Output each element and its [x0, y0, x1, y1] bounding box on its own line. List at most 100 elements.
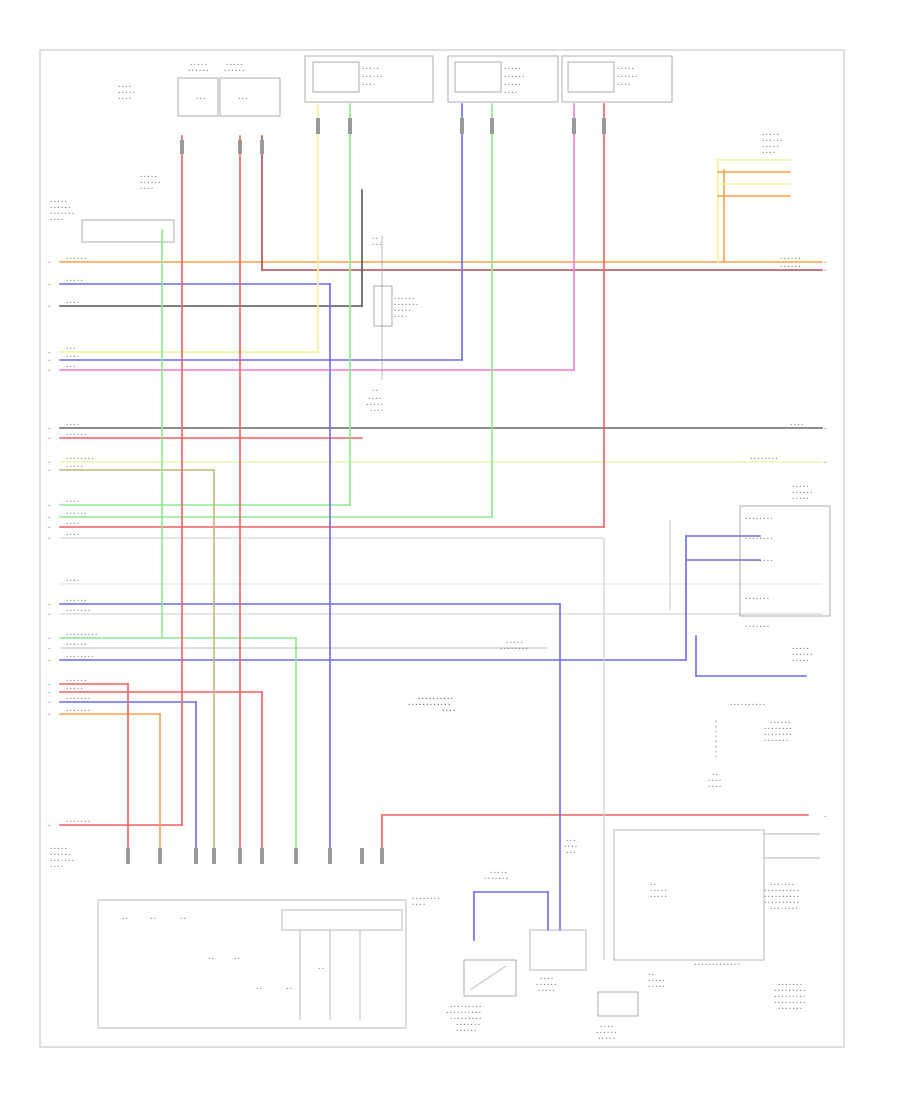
svg-text:• • • •: • • • • — [600, 1024, 613, 1029]
svg-text:• • • • • • • • •: • • • • • • • • • — [450, 1004, 481, 1009]
svg-text:•: • — [48, 282, 50, 287]
svg-text:•: • — [48, 612, 50, 617]
svg-text:• •: • • — [648, 972, 654, 977]
svg-text:• • • • •: • • • • • — [792, 646, 809, 651]
svg-text:•: • — [824, 460, 826, 465]
svg-text:•: • — [48, 646, 50, 651]
svg-text:•: • — [824, 260, 826, 265]
svg-text:• • • • • • •: • • • • • • • — [50, 211, 74, 216]
svg-text:• • • • • • •: • • • • • • • — [394, 302, 418, 307]
svg-text:• • • • • • • •: • • • • • • • • — [750, 456, 778, 461]
svg-text:• • • • •: • • • • • — [50, 846, 67, 851]
svg-text:• • • • • •: • • • • • • — [66, 642, 87, 647]
svg-text:• • • •: • • • • — [708, 784, 721, 789]
svg-text:•: • — [48, 368, 50, 373]
svg-text:• • • •: • • • • — [394, 314, 407, 319]
svg-text:• • • • • • • • • •: • • • • • • • • • • — [418, 696, 453, 701]
svg-text:• • • •: • • • • — [564, 844, 577, 849]
svg-text:•: • — [48, 503, 50, 508]
svg-text:• • • •: • • • • — [442, 708, 455, 713]
svg-text:• • •: • • • — [196, 96, 206, 101]
svg-text:• • • • • •: • • • • • • — [66, 432, 87, 437]
svg-text:• • • •: • • • • — [708, 778, 721, 783]
svg-text:• • •: • • • — [66, 346, 76, 351]
svg-text:• • •: • • • — [238, 96, 248, 101]
svg-text:•: • — [824, 814, 826, 819]
svg-text:• • • • • • •: • • • • • • • — [66, 608, 90, 613]
svg-text:• •: • • — [318, 966, 324, 971]
svg-text:• • • • •: • • • • • — [598, 1036, 615, 1041]
svg-text:•: • — [48, 690, 50, 695]
svg-text:• • • • • • •: • • • • • • • — [66, 708, 90, 713]
svg-text:• • • • • • • • • • • •: • • • • • • • • • • • • — [408, 702, 450, 707]
svg-text:• • • • • •: • • • • • • — [536, 982, 557, 987]
svg-text:• • • • • • • • • •: • • • • • • • • • • — [764, 888, 799, 893]
svg-text:• • • • • •: • • • • • • — [50, 852, 71, 857]
svg-text:• • • • •: • • • • • — [362, 66, 379, 71]
svg-text:• • • • •: • • • • • — [394, 308, 411, 313]
svg-text:• • • • •: • • • • • — [66, 686, 83, 691]
svg-text:• • • •: • • • • — [617, 82, 630, 87]
svg-text:• • • • • • • • •: • • • • • • • • • — [774, 1000, 805, 1005]
svg-text:• • • • •: • • • • • — [648, 984, 665, 989]
svg-text:• • • •: • • • • — [362, 82, 375, 87]
svg-text:• • • • • •: • • • • • • — [66, 598, 87, 603]
svg-text:• • • • •: • • • • • — [792, 658, 809, 663]
svg-text:• • • •: • • • • — [762, 150, 775, 155]
svg-text:• •: • • — [650, 882, 656, 887]
svg-text:• • • • • •: • • • • • • — [504, 74, 525, 79]
svg-text:•: • — [48, 304, 50, 309]
svg-text:• • • • •: • • • • • — [50, 199, 67, 204]
svg-text:• • • •: • • • • — [50, 864, 63, 869]
svg-text:• • • • • • •: • • • • • • • — [456, 1022, 480, 1027]
svg-text:• • • • •: • • • • • — [66, 464, 83, 469]
svg-text:• • • • • • •: • • • • • • • — [770, 882, 794, 887]
svg-text:•: • — [48, 712, 50, 717]
svg-text:• • • • • • • •: • • • • • • • • — [66, 654, 94, 659]
svg-text:• • • • • •: • • • • • • — [362, 74, 383, 79]
svg-text:• • • • • •: • • • • • • — [617, 74, 638, 79]
svg-text:• • • • • • • •: • • • • • • • • — [764, 726, 792, 731]
svg-text:• • • • • •: • • • • • • — [140, 180, 161, 185]
svg-text:•: • — [48, 823, 50, 828]
vertical-wires — [127, 103, 807, 960]
svg-text:•: • — [48, 536, 50, 541]
horizontal-wires — [59, 261, 823, 826]
svg-text:• • • • • •: • • • • • • — [762, 138, 783, 143]
svg-text:• • • • •: • • • • • — [118, 90, 135, 95]
svg-text:• • • • •: • • • • • — [66, 278, 83, 283]
svg-text:• • • • • • • •: • • • • • • • • — [745, 558, 773, 563]
svg-text:• • • • • •: • • • • • • — [394, 296, 415, 301]
svg-text:• • • • • • • •: • • • • • • • • — [412, 896, 440, 901]
svg-text:• • • •: • • • • — [790, 422, 803, 427]
svg-text:• • • • •: • • • • • — [792, 484, 809, 489]
svg-text:• • • • • • • • •: • • • • • • • • • — [450, 1016, 481, 1021]
svg-text:• • • • • • • • • •: • • • • • • • • • • — [446, 1010, 481, 1015]
svg-text:• • • • • •: • • • • • • — [224, 68, 245, 73]
svg-text:• • • •: • • • • — [66, 354, 79, 359]
svg-text:•: • — [48, 358, 50, 363]
svg-text:• • • • • •: • • • • • • — [50, 205, 71, 210]
svg-text:• • • • • • •: • • • • • • • — [66, 696, 90, 701]
svg-text:• • • • • • • • • •: • • • • • • • • • • — [730, 702, 765, 707]
svg-text:• • • • •: • • • • • — [140, 174, 157, 179]
svg-text:• • • • • • • • • •: • • • • • • • • • • — [764, 900, 799, 905]
svg-text:• • • • • • • •: • • • • • • • • — [66, 456, 94, 461]
svg-text:• • • • • •: • • • • • • — [770, 720, 791, 725]
svg-text:• • •: • • • — [566, 838, 576, 843]
svg-text:• • • •: • • • • — [66, 521, 79, 526]
svg-text:•: • — [48, 602, 50, 607]
svg-text:• • • • • • •: • • • • • • • — [778, 982, 802, 987]
svg-text:• • • • •: • • • • • — [504, 82, 521, 87]
svg-text:• • • • •: • • • • • — [650, 888, 667, 893]
svg-text:• • • • •: • • • • • — [762, 144, 779, 149]
svg-text:• •: • • — [234, 956, 240, 961]
svg-text:• • • • • • •: • • • • • • • — [764, 738, 788, 743]
svg-text:• • •: • • • — [66, 364, 76, 369]
svg-text:• • • •: • • • • — [66, 300, 79, 305]
svg-text:• •: • • — [372, 236, 378, 241]
svg-text:• • • • • • • • •: • • • • • • • • • — [774, 994, 805, 999]
svg-text:• • • • •: • • • • • — [617, 66, 634, 71]
svg-text:• •: • • — [180, 916, 186, 921]
